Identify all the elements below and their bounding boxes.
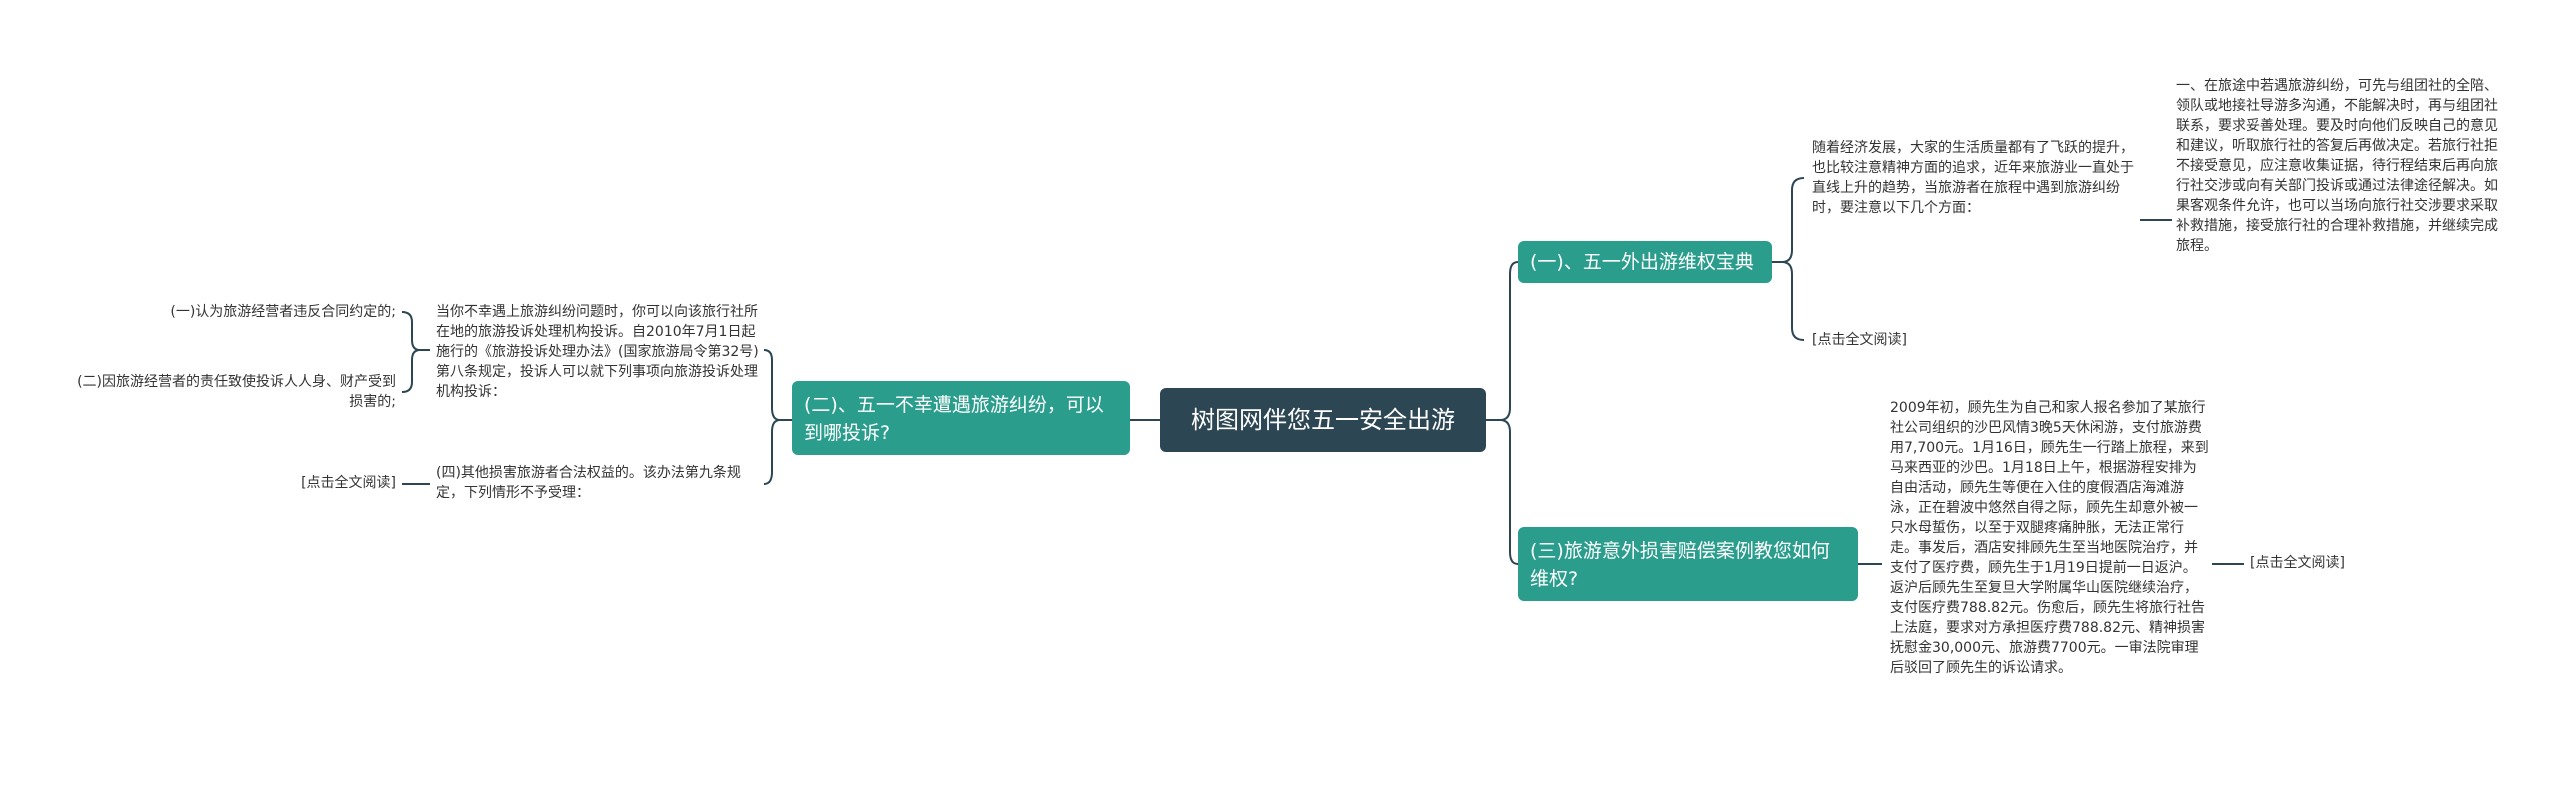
b3-read-more-link[interactable]: [点击全文阅读]: [2250, 555, 2345, 571]
link-b2-intro: [763, 349, 792, 421]
link-root-b3: [1486, 419, 1519, 565]
branch-node-1[interactable]: (一)、五一外出游维权宝典: [1518, 241, 1772, 283]
link-root-b1: [1486, 261, 1519, 421]
branch-node-3[interactable]: (三)旅游意外损害赔偿案例教您如何维权?: [1518, 527, 1858, 601]
b2-item4-text: (四)其他损害旅游者合法权益的。该办法第九条规定，下列情形不予受理：: [436, 465, 741, 501]
b2-item2-text: (二)因旅游经营者的责任致使投诉人人身、财产受到损害的;: [77, 374, 396, 410]
link-intro-item2: [401, 349, 430, 393]
branch-node-2[interactable]: (二)、五一不幸遭遇旅游纠纷，可以到哪投诉?: [792, 381, 1130, 455]
b2-intro-text: 当你不幸遇上旅游纠纷问题时，你可以向该旅行社所在地的旅游投诉处理机构投诉。自20…: [436, 304, 759, 400]
b2-read-more-link[interactable]: [点击全文阅读]: [301, 475, 396, 491]
b3-case-text: 2009年初，顾先生为自己和家人报名参加了某旅行社公司组织的沙巴风情3晚5天休闲…: [1890, 400, 2209, 676]
link-b1-intro: [1772, 177, 1805, 263]
b1-read-more-link[interactable]: [点击全文阅读]: [1812, 332, 1907, 348]
b1-detail-text: 一、在旅途中若遇旅游纠纷，可先与组团社的全陪、领队或地接社导游多沟通，不能解决时…: [2176, 78, 2498, 254]
b2-item1-text: (一)认为旅游经营者违反合同约定的;: [170, 304, 396, 320]
root-node[interactable]: 树图网伴您五一安全出游: [1160, 388, 1486, 452]
link-b1-readmore: [1772, 261, 1805, 341]
b1-intro-text: 随着经济发展，大家的生活质量都有了飞跃的提升，也比较注意精神方面的追求，近年来旅…: [1812, 140, 2134, 216]
link-b2-item4: [763, 419, 792, 485]
link-intro-item1: [401, 311, 430, 351]
